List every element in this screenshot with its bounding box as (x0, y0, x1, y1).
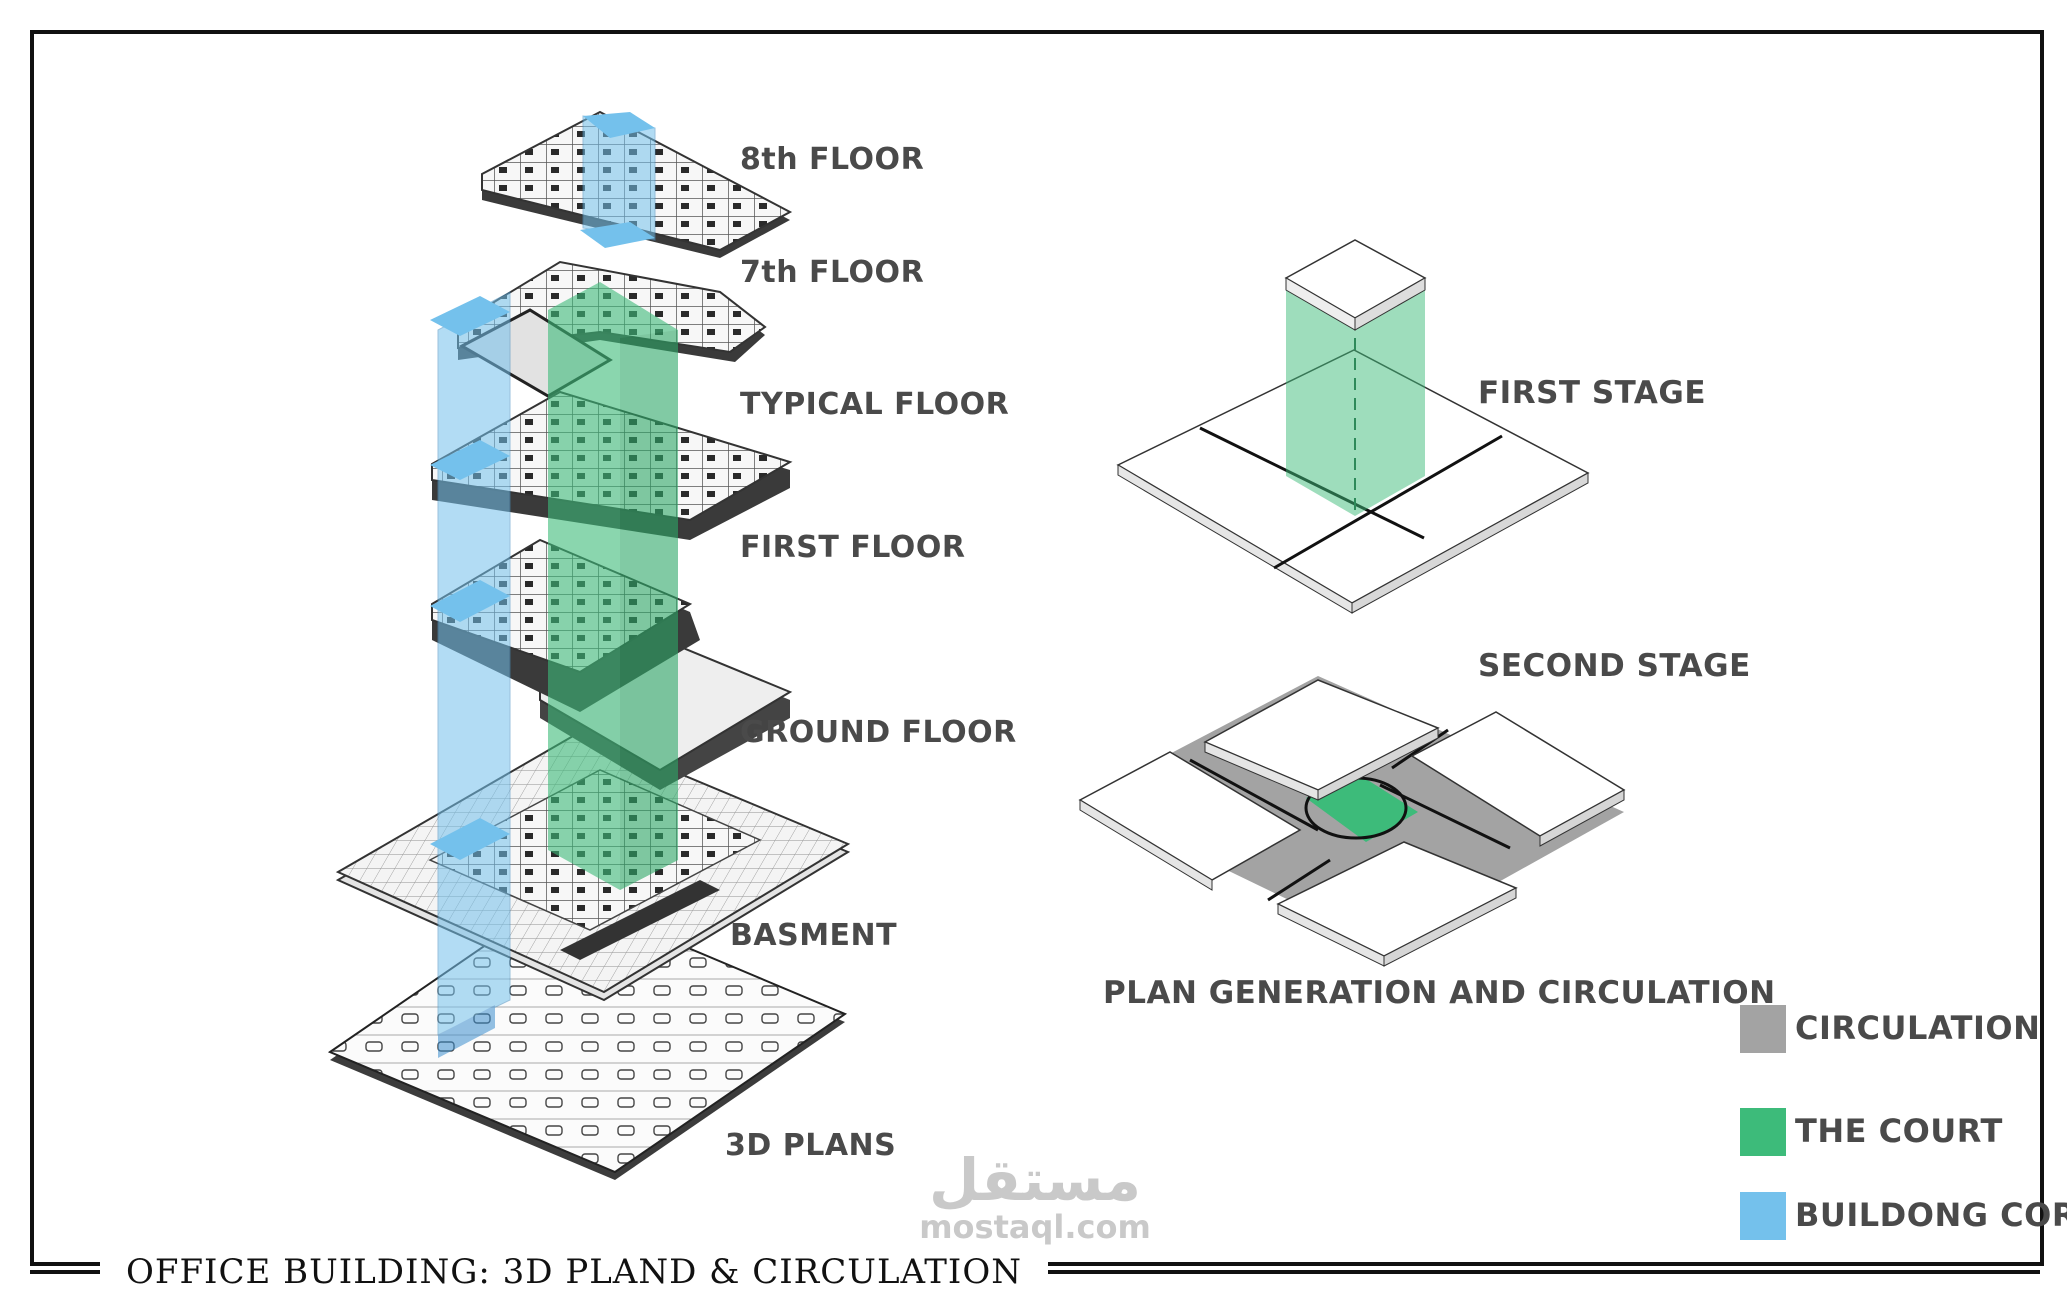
footer-title: OFFICE BUILDING: 3D PLAND & CIRCULATION (100, 1252, 1048, 1292)
label-basement: BASMENT (730, 918, 898, 953)
label-typical-floor: TYPICAL FLOOR (740, 387, 1010, 422)
label-3d-plans: 3D PLANS (725, 1128, 897, 1163)
legend-swatch-cores (1740, 1192, 1786, 1240)
label-first-floor: FIRST FLOOR (740, 530, 966, 565)
label-first-stage: FIRST STAGE (1478, 375, 1707, 411)
legend-label-circulation: CIRCULATION (1795, 1009, 2041, 1047)
exploded-axonometric (327, 110, 851, 1180)
legend-swatch-circulation (1740, 1005, 1786, 1053)
watermark-arabic: مستقل (928, 1146, 1142, 1214)
label-7th-floor: 7th FLOOR (740, 255, 925, 290)
court-volume (548, 282, 678, 890)
watermark: مستقل mostaql.com (905, 1150, 1165, 1244)
legend-swatch-court (1740, 1108, 1786, 1156)
second-stage-diagram (1078, 676, 1626, 967)
watermark-latin: mostaql.com (919, 1208, 1151, 1246)
label-ground-floor: GROUND FLOOR (740, 715, 1017, 750)
core-caps (430, 112, 655, 860)
label-8th-floor: 8th FLOOR (740, 142, 925, 177)
label-plan-generation: PLAN GENERATION AND CIRCULATION (1103, 975, 1776, 1011)
label-second-stage: SECOND STAGE (1478, 648, 1751, 684)
first-stage-diagram (1116, 239, 1590, 614)
legend-label-cores: BUILDONG CORES (1795, 1196, 2067, 1234)
legend-label-court: THE COURT (1795, 1112, 2003, 1150)
